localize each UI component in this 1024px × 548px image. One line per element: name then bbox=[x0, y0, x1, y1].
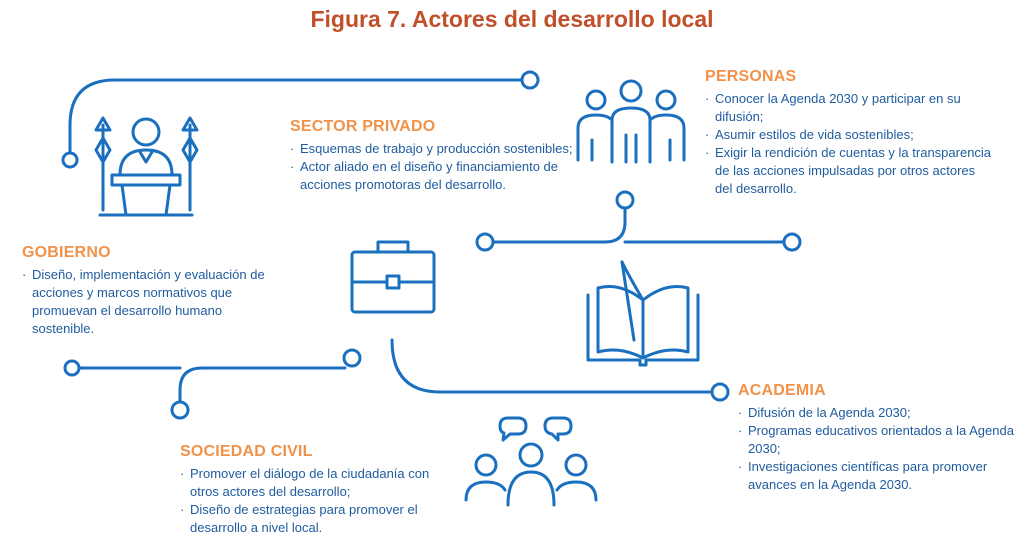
connector-gobierno bbox=[61, 70, 540, 169]
actor-item: Diseño de estrategias para promover el d… bbox=[180, 501, 450, 537]
connector-sociedad-civil bbox=[63, 348, 362, 420]
actor-heading: ACADEMIA bbox=[738, 382, 826, 399]
actor-heading: SECTOR PRIVADO bbox=[290, 118, 436, 135]
actor-heading: GOBIERNO bbox=[22, 244, 111, 261]
actor-heading: SOCIEDAD CIVIL bbox=[180, 443, 313, 460]
open-book-icon bbox=[586, 260, 700, 367]
connector-academia bbox=[390, 338, 730, 402]
actor-personas: PERSONAS Conocer la Agenda 2030 y partic… bbox=[705, 68, 995, 198]
figure-title: Figura 7. Actores del desarrollo local bbox=[310, 6, 714, 32]
people-group-icon bbox=[576, 79, 686, 164]
briefcase-icon bbox=[350, 240, 436, 314]
actor-item: Promover el diálogo de la ciudadanía con… bbox=[180, 465, 450, 501]
actor-item: Exigir la rendición de cuentas y la tran… bbox=[705, 144, 995, 198]
government-podium-icon bbox=[94, 116, 199, 217]
actor-item: Asumir estilos de vida sostenibles; bbox=[705, 126, 995, 144]
connector-personas bbox=[475, 190, 802, 252]
actor-item: Programas educativos orientados a la Age… bbox=[738, 422, 1018, 458]
actor-heading: PERSONAS bbox=[705, 68, 797, 85]
actor-item: Difusión de la Agenda 2030; bbox=[738, 404, 1018, 422]
actor-sociedad-civil: SOCIEDAD CIVIL Promover el diálogo de la… bbox=[180, 443, 450, 537]
actor-item: Esquemas de trabajo y producción sosteni… bbox=[290, 140, 580, 158]
actor-item: Actor aliado en el diseño y financiamien… bbox=[290, 158, 580, 194]
actor-item: Diseño, implementación y evaluación de a… bbox=[22, 266, 272, 338]
actor-item: Conocer la Agenda 2030 y participar en s… bbox=[705, 90, 995, 126]
dialogue-people-icon bbox=[464, 416, 598, 507]
actor-gobierno: GOBIERNO Diseño, implementación y evalua… bbox=[22, 244, 272, 338]
actor-item: Investigaciones científicas para promove… bbox=[738, 458, 1018, 494]
actor-sector-privado: SECTOR PRIVADO Esquemas de trabajo y pro… bbox=[290, 118, 580, 194]
actor-academia: ACADEMIA Difusión de la Agenda 2030; Pro… bbox=[738, 382, 1018, 494]
